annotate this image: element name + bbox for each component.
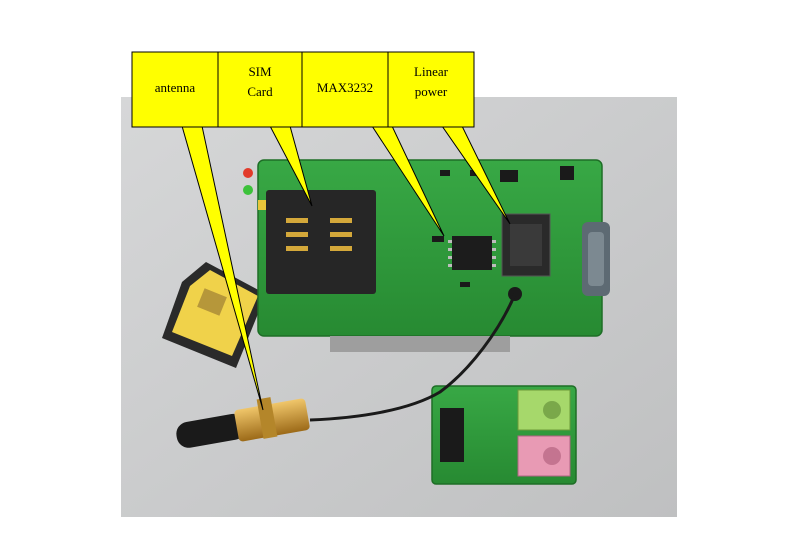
callout-max3232	[301, 51, 389, 128]
sim-holder-component	[266, 190, 376, 294]
callout-pointers	[181, 125, 511, 411]
antenna-photo	[176, 397, 310, 448]
callout-sim-card	[217, 51, 303, 128]
gsm-module-board	[243, 159, 610, 352]
callout-boxes: antenna SIM Card MAX3232 Linear power	[131, 51, 475, 128]
antenna-cable	[309, 293, 517, 422]
max3232-chip	[452, 236, 492, 270]
audio-breakout-board	[431, 385, 577, 485]
callout-sim-label-line1: SIM	[248, 64, 272, 79]
callout-linear-power	[387, 51, 475, 128]
callout-antenna-label: antenna	[155, 80, 196, 95]
callout-sim-label-line2: Card	[247, 84, 273, 99]
callout-antenna	[131, 51, 219, 128]
callout-power-label-line1: Linear	[414, 64, 449, 79]
callout-max3232-label: MAX3232	[317, 80, 373, 95]
callout-power-label-line2: power	[415, 84, 448, 99]
